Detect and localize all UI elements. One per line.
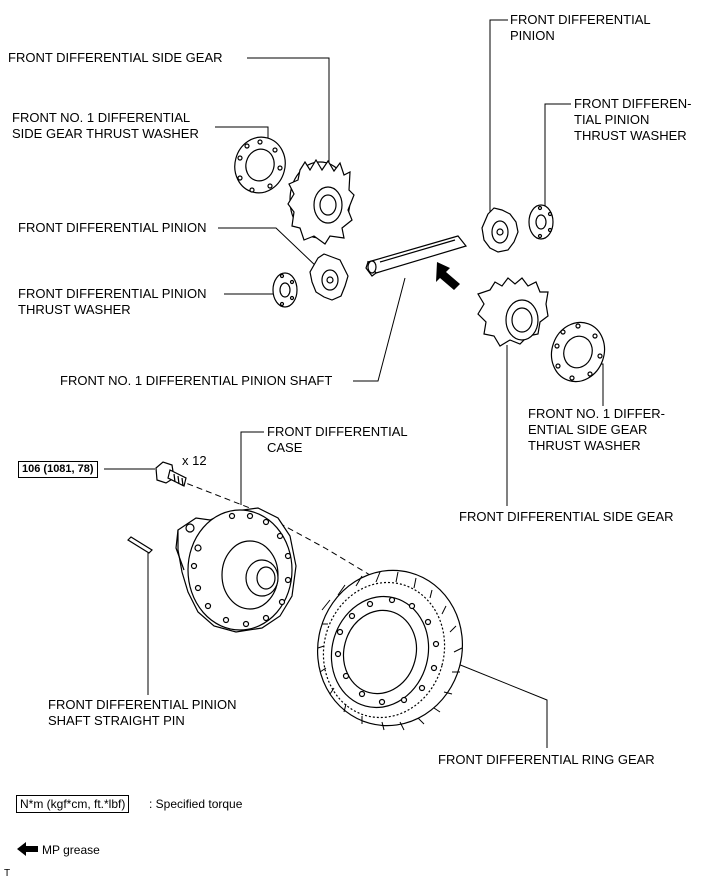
leader-pinion-left	[218, 227, 319, 269]
pinion-thrust-washer-left-drawing	[272, 272, 298, 308]
side-gear-left-drawing	[287, 158, 355, 245]
assembly-dash-line	[177, 479, 371, 576]
label-pinion-right: FRONT DIFFERENTIAL PINION	[510, 12, 651, 43]
label-differential-case: FRONT DIFFERENTIAL CASE	[267, 424, 408, 455]
label-pinion-washer-right: FRONT DIFFEREN- TIAL PINION THRUST WASHE…	[574, 96, 692, 143]
legend-torque-description: : Specified torque	[149, 797, 243, 811]
legend-grease-description: MP grease	[42, 843, 100, 857]
pinion-shaft-drawing	[365, 235, 468, 277]
leader-pinion-shaft	[353, 277, 406, 382]
pinion-thrust-washer-right-drawing	[528, 204, 554, 240]
leader-side-gear-left	[247, 57, 330, 172]
legend-torque-units-box: N*m (kgf*cm, ft.*lbf)	[16, 795, 130, 813]
ring-gear-drawing	[316, 569, 464, 731]
label-thrust-washer-right: FRONT NO. 1 DIFFER- ENTIAL SIDE GEAR THR…	[528, 406, 665, 453]
leader-case	[240, 431, 264, 505]
leader-pinion-washer-right	[544, 103, 571, 212]
legend-grease-arrow-icon	[17, 842, 38, 856]
side-gear-thrust-washer-left-drawing	[234, 136, 286, 194]
pinion-left-drawing	[309, 253, 349, 301]
footer-mark: T	[4, 868, 11, 879]
label-thrust-washer-left: FRONT NO. 1 DIFFERENTIAL SIDE GEAR THRUS…	[12, 110, 199, 141]
leader-pinion-right	[489, 19, 508, 220]
label-pinion-shaft: FRONT NO. 1 DIFFERENTIAL PINION SHAFT	[60, 373, 333, 388]
case-bolt-drawing	[155, 461, 187, 487]
side-gear-thrust-washer-right-drawing	[550, 321, 606, 383]
label-side-gear-left: FRONT DIFFERENTIAL SIDE GEAR	[8, 50, 223, 65]
leader-ring-gear	[447, 659, 548, 748]
label-pinion-washer-left: FRONT DIFFERENTIAL PINION THRUST WASHER	[18, 286, 207, 317]
label-straight-pin: FRONT DIFFERENTIAL PINION SHAFT STRAIGHT…	[48, 697, 237, 728]
leader-thrust-washer-left	[215, 126, 269, 142]
label-ring-gear: FRONT DIFFERENTIAL RING GEAR	[438, 752, 655, 767]
side-gear-right-drawing	[477, 277, 549, 347]
torque-spec-box: 106 (1081, 78)	[18, 461, 98, 478]
differential-case-drawing	[175, 507, 297, 633]
grease-arrow-shaft	[436, 262, 460, 290]
label-side-gear-right: FRONT DIFFERENTIAL SIDE GEAR	[459, 509, 674, 524]
straight-pin-drawing	[127, 536, 153, 554]
pinion-right-drawing	[481, 207, 519, 253]
label-pinion-left: FRONT DIFFERENTIAL PINION	[18, 220, 207, 235]
bolt-quantity: x 12	[182, 453, 207, 468]
